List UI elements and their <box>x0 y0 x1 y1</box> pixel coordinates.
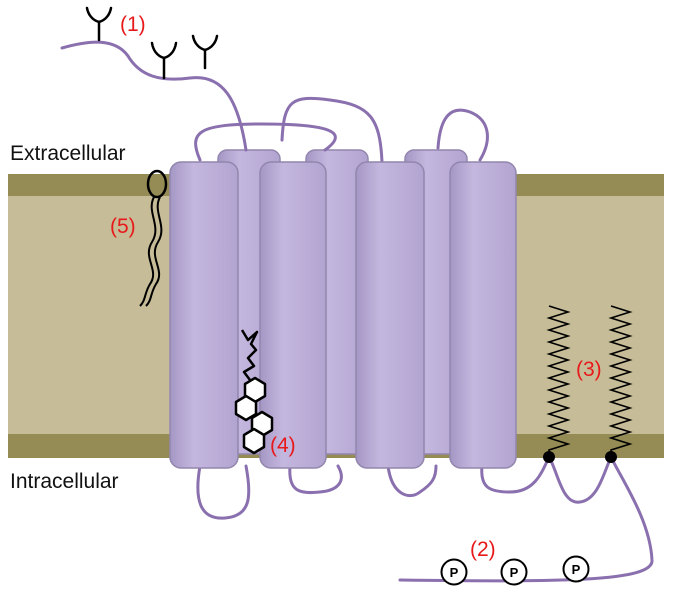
extracellular-label: Extracellular <box>10 142 126 165</box>
palmitoyl-chains <box>543 305 633 463</box>
phosphate-symbol: P <box>450 565 459 580</box>
attachment-dot-icon <box>543 451 555 463</box>
anchor-head-icon <box>146 169 168 199</box>
marker-5-label: (5) <box>110 215 136 238</box>
cholesterol-icon <box>234 329 274 455</box>
intracellular-loop <box>196 464 251 520</box>
extracellular-loop <box>436 108 489 162</box>
attachment-dot-icon <box>605 451 617 463</box>
marker-2-label: (2) <box>470 538 496 561</box>
numbered-markers: (1) (2) (3) (4) (5) <box>110 13 602 561</box>
palmitoyl-chain-icon <box>546 305 571 457</box>
intracellular-loop <box>288 464 343 495</box>
transmembrane-helix <box>259 161 327 469</box>
phosphate-symbol: P <box>572 562 581 577</box>
phospho-sites: P P P <box>440 555 590 586</box>
glycan-icon <box>85 6 113 42</box>
palmitoyl-chain-icon <box>608 305 633 457</box>
marker-4-label: (4) <box>270 434 296 457</box>
front-helices <box>169 161 517 469</box>
lipid-anchor-icon <box>139 169 168 307</box>
transmembrane-helix <box>355 161 425 469</box>
phosphate-symbol: P <box>510 565 519 580</box>
glycan-icons <box>85 6 219 80</box>
marker-3-label: (3) <box>576 358 602 381</box>
phosphate-icon: P <box>562 555 590 583</box>
extracellular-loop <box>280 96 384 164</box>
glycan-icon <box>191 34 219 70</box>
n-terminus <box>60 40 248 152</box>
c-terminus <box>398 453 654 583</box>
intracellular-loop <box>386 464 438 498</box>
transmembrane-helix <box>449 161 517 469</box>
marker-1-label: (1) <box>120 13 146 36</box>
protein-chain <box>60 40 654 583</box>
phosphate-icon: P <box>440 558 468 586</box>
transmembrane-helix <box>169 161 239 469</box>
intracellular-label: Intracellular <box>10 470 119 493</box>
extracellular-loop <box>194 122 337 162</box>
glycan-icon <box>150 41 178 80</box>
phosphate-icon: P <box>500 558 528 586</box>
